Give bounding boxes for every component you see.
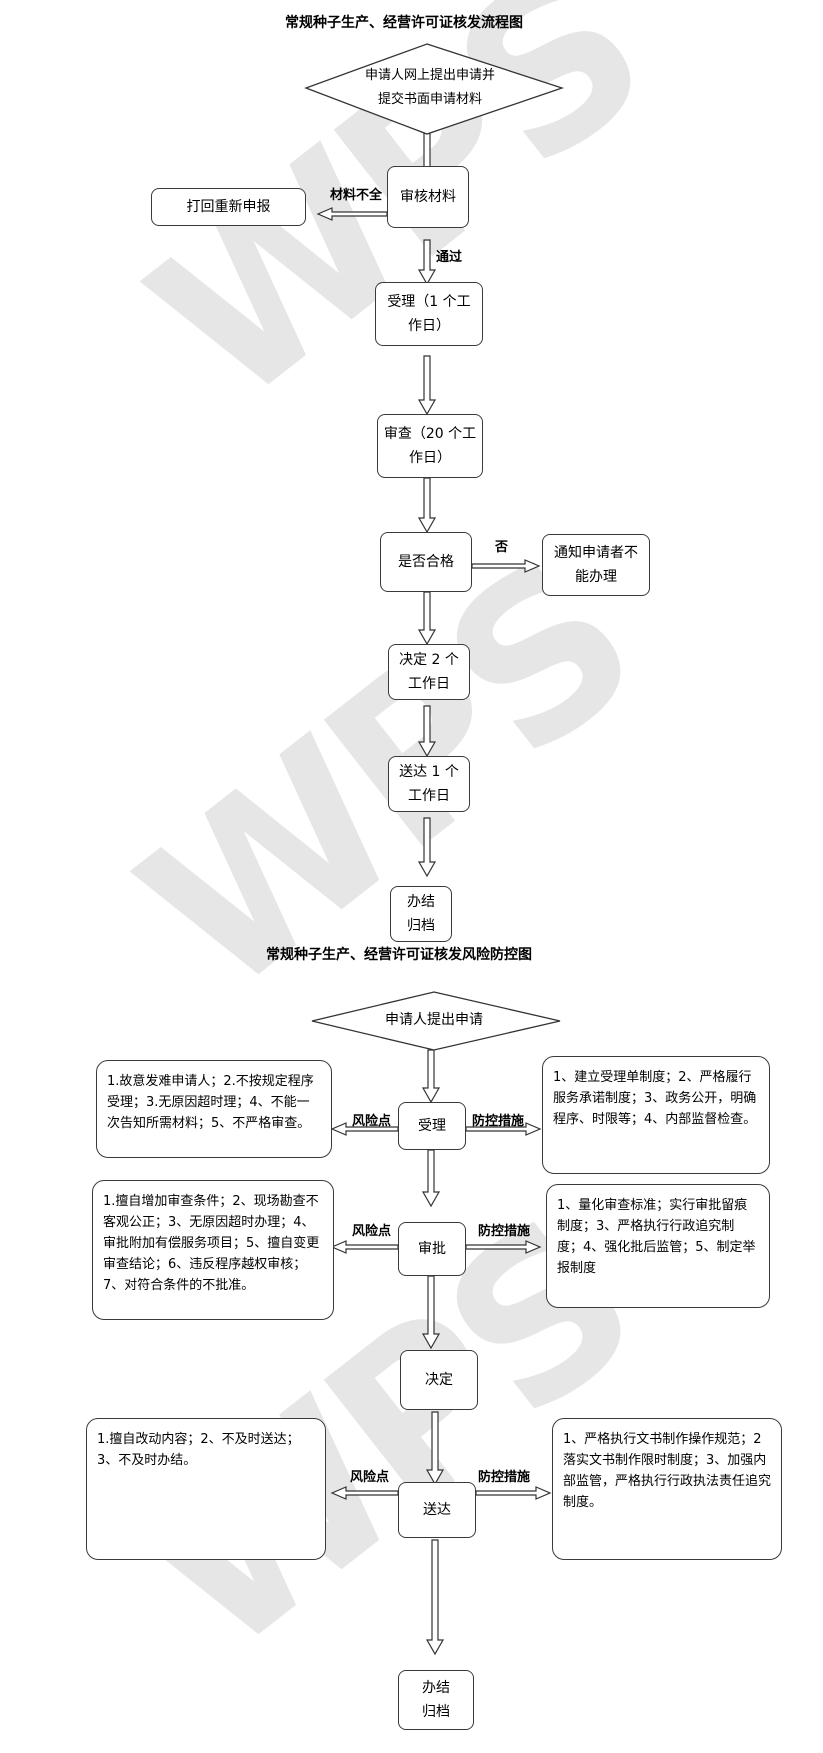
accept-risk-label: 风险点	[352, 1114, 392, 1129]
examine-line2: 作日）	[408, 450, 451, 466]
label-pass: 通过	[436, 250, 463, 265]
risk-finish-line1: 办结	[422, 1680, 450, 1696]
accept-stage: 受理	[398, 1102, 466, 1150]
finish-line1: 办结	[407, 894, 435, 910]
deliver-node: 送达 1 个 工作日	[388, 756, 470, 812]
approve-risk-box: 1.擅自增加审查条件；2、现场勘查不客观公正；3、无原因超时办理；4、审批附加有…	[92, 1180, 334, 1320]
decide-stage-label: 决定	[425, 1372, 453, 1388]
risk-title: 常规种子生产、经营许可证核发风险防控图	[266, 947, 532, 963]
decide-stage: 决定	[400, 1350, 478, 1410]
examine-line1: 审查（20 个工	[383, 426, 477, 442]
accept-measures-box: 1、建立受理单制度；2、严格履行服务承诺制度；3、政务公开，明确程序、时限等；4…	[542, 1056, 770, 1174]
risk-finish-node: 办结 归档	[398, 1670, 474, 1730]
accept-line2: 作日）	[407, 318, 450, 334]
accept-measures-label: 防控措施	[472, 1114, 525, 1129]
accept-risk-box: 1.故意发难申请人；2.不按规定程序受理；3.无原因超时理；4、不能一次告知所需…	[96, 1060, 332, 1158]
label-incomplete: 材料不全	[330, 188, 383, 203]
notify-line2: 能办理	[575, 569, 617, 585]
review-node: 审核材料	[387, 166, 469, 228]
deliver-measures-box: 1、严格执行文书制作操作规范；2 落实文书制作限时制度；3、加强内部监管，严格执…	[552, 1418, 782, 1560]
notify-line1: 通知申请者不	[554, 545, 638, 561]
risk-start-node: 申请人提出申请	[385, 1012, 483, 1028]
approve-risk-label: 风险点	[352, 1224, 392, 1239]
finish-line2: 归档	[407, 918, 435, 934]
qualified-node: 是否合格	[380, 532, 472, 592]
flow-start-node: 申请人网上提出申请并 提交书面申请材料	[330, 64, 530, 112]
notify-node: 通知申请者不 能办理	[542, 534, 650, 596]
review-label: 审核材料	[400, 189, 456, 205]
decide-line2: 工作日	[408, 676, 450, 692]
risk-finish-line2: 归档	[422, 1704, 450, 1720]
qualified-label: 是否合格	[398, 554, 454, 570]
approve-stage: 审批	[398, 1222, 466, 1276]
return-node: 打回重新申报	[151, 188, 306, 226]
approve-measures-box: 1、量化审查标准；实行审批留痕制度；3、严格执行行政追究制度；4、强化批后监管；…	[546, 1184, 770, 1308]
flow-start-line1: 申请人网上提出申请并	[364, 68, 495, 83]
accept-node: 受理（1 个工 作日）	[375, 282, 483, 346]
decide-node: 决定 2 个 工作日	[388, 644, 470, 700]
accept-stage-label: 受理	[418, 1118, 446, 1134]
finish-node: 办结 归档	[390, 886, 452, 942]
deliver-stage: 送达	[398, 1482, 476, 1538]
return-label: 打回重新申报	[186, 199, 271, 215]
deliver-measures-label: 防控措施	[478, 1470, 531, 1485]
approve-stage-label: 审批	[418, 1241, 446, 1257]
accept-line1: 受理（1 个工	[387, 294, 471, 310]
deliver-risk-box: 1.擅自改动内容；2、不及时送达；3、不及时办结。	[86, 1418, 326, 1560]
deliver-risk-label: 风险点	[350, 1470, 390, 1485]
approve-measures-label: 防控措施	[478, 1224, 531, 1239]
deliver-stage-label: 送达	[423, 1502, 451, 1518]
examine-node: 审查（20 个工 作日）	[377, 414, 483, 478]
label-no: 否	[495, 540, 509, 555]
deliver-line1: 送达 1 个	[399, 764, 459, 780]
flow-title: 常规种子生产、经营许可证核发流程图	[285, 15, 523, 31]
deliver-line2: 工作日	[408, 788, 450, 804]
decide-line1: 决定 2 个	[399, 652, 459, 668]
flow-start-line2: 提交书面申请材料	[377, 92, 482, 107]
